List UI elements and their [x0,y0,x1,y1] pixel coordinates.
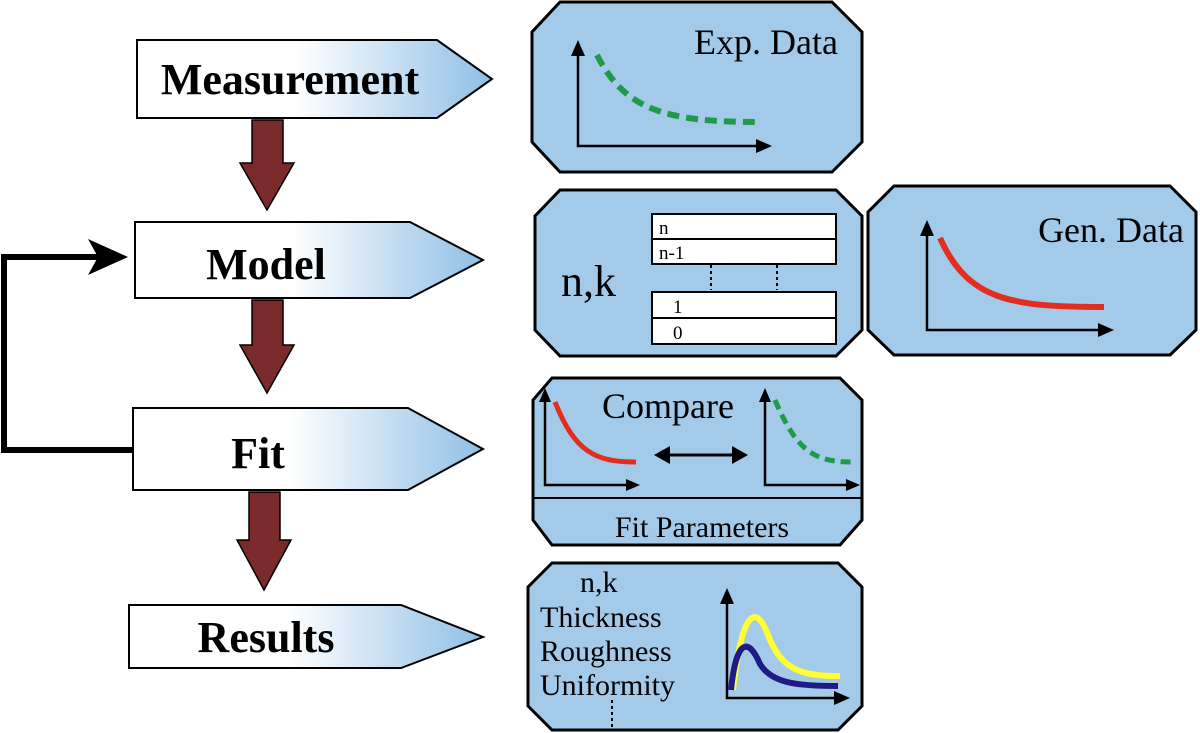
step-model-shape [134,221,486,299]
layer-n [651,213,837,240]
exp-data-title: Exp. Data [694,22,838,62]
compare-left-axes [543,398,632,487]
gen-data-y-arrowhead [920,220,934,236]
step-model-label: Model [206,240,326,289]
layer-n-label: n [659,218,669,239]
layer-n-1-label: n-1 [659,243,684,264]
layer-0-label: 0 [673,323,683,344]
compare-double-arrow-right-head [732,446,748,464]
layer-n-1 [651,238,837,265]
gen-data-curve [937,236,1105,310]
exp-data-axes [576,52,764,148]
results-item-roughness: Roughness [540,635,672,668]
step-measurement-label: Measurement [161,55,420,104]
step-results: Results [128,604,486,669]
layer-0 [651,317,837,345]
down-arrow-2 [238,299,296,395]
step-results-shape [128,604,486,669]
results-item-uniformity: Uniformity [540,669,675,702]
exp-data-box: Exp. Data [530,0,864,174]
step-measurement: Measurement [136,39,494,119]
gen-data-axes [925,232,1106,332]
gen-data-box: Gen. Data [866,184,1198,357]
compare-double-arrow-left-head [654,446,670,464]
compare-left-y-arrowhead [539,388,551,402]
exp-data-curve [594,53,761,125]
compare-title: Compare [602,386,734,426]
down-arrow-3 [235,491,293,592]
layer-1 [651,291,837,319]
model-nk-label: n,k [561,257,616,306]
model-box: n,k n n-1 1 0 [533,188,864,358]
compare-right-y-arrowhead [759,388,771,402]
compare-box: Compare Fit Parameters [531,376,864,547]
gen-data-title: Gen. Data [1038,210,1184,250]
compare-panel [531,376,864,547]
feedback-loop-arrowhead [88,239,128,275]
gen-data-panel [866,184,1198,357]
results-box: n,k Thickness Roughness Uniformity [526,561,864,732]
compare-right-x-arrowhead [846,479,860,491]
results-axes [725,600,842,700]
exp-data-panel [530,0,864,174]
step-measurement-shape [136,39,494,119]
compare-right-axes [763,398,852,487]
down-arrow-1 [238,119,296,212]
step-fit: Fit [132,407,486,491]
exp-data-x-arrowhead [756,139,772,153]
results-item-thickness: Thickness [540,601,662,634]
gen-data-x-arrowhead [1098,323,1114,337]
step-fit-shape [132,407,486,491]
fit-parameters-label: Fit Parameters [615,511,789,544]
compare-right-curve [772,399,853,465]
step-results-label: Results [198,613,335,662]
results-curve-blue [728,643,839,691]
compare-left-x-arrowhead [626,479,640,491]
results-curve-yellow [730,614,841,691]
exp-data-y-arrowhead [571,40,585,56]
step-fit-label: Fit [231,429,285,478]
results-y-arrowhead [720,588,734,604]
step-model: Model [134,221,486,299]
results-item-nk: n,k [580,566,618,599]
results-x-arrowhead [834,691,850,705]
feedback-loop-arrow [1,254,132,453]
compare-left-curve [552,401,637,465]
layer-1-label: 1 [673,297,683,318]
results-panel [526,561,864,732]
